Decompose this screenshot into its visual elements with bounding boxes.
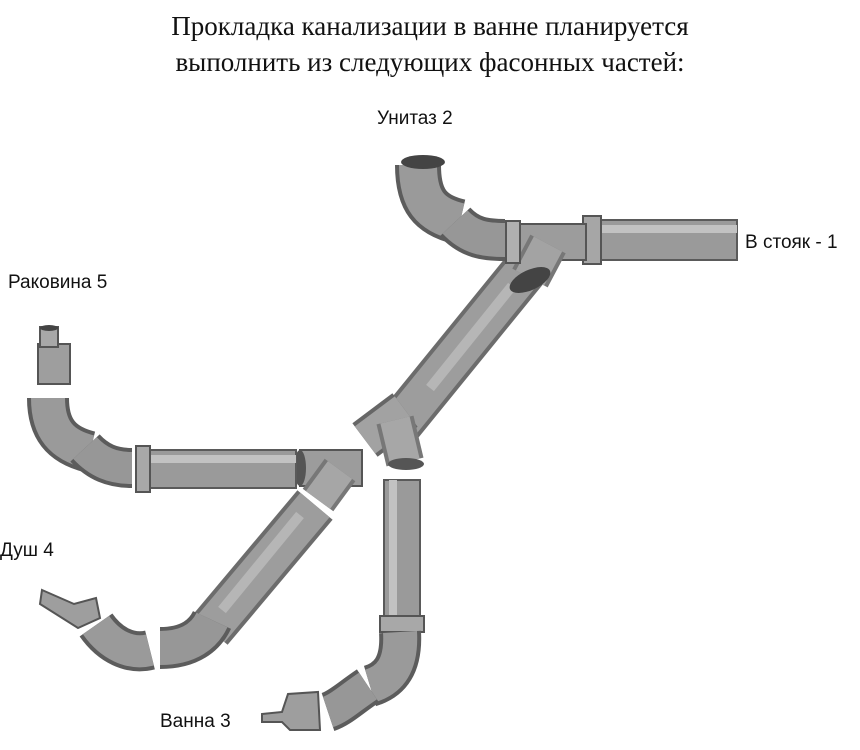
sink-reducer bbox=[37, 325, 71, 385]
bath-label: Ванна 3 bbox=[160, 711, 231, 732]
main-diagonal-pipe bbox=[377, 255, 543, 445]
shower-label: Душ 4 bbox=[0, 540, 54, 561]
middle-junction-fitting bbox=[294, 449, 363, 512]
riser-label: В стояк - 1 bbox=[745, 232, 838, 253]
toilet-label: Унитаз 2 bbox=[377, 108, 453, 129]
bath-reducer bbox=[261, 690, 322, 731]
sink-branch-pipe bbox=[135, 445, 297, 493]
bath-vertical-pipe bbox=[379, 479, 425, 633]
sink-elbows bbox=[27, 397, 133, 488]
shower-elbows bbox=[79, 610, 232, 672]
bath-elbows bbox=[320, 630, 422, 731]
lower-tee-fitting bbox=[352, 393, 424, 470]
riser-pipe bbox=[582, 215, 738, 265]
diagram-title: Прокладка канализации в ванне планируетс… bbox=[0, 8, 860, 80]
sink-label: Раковина 5 bbox=[8, 272, 108, 293]
shower-diagonal-pipe bbox=[192, 490, 333, 645]
title-line-2: выполнить из следующих фасонных частей: bbox=[175, 47, 685, 77]
upper-tee-fitting bbox=[505, 220, 587, 293]
toilet-elbows bbox=[395, 155, 506, 261]
title-line-1: Прокладка канализации в ванне планируетс… bbox=[171, 11, 689, 41]
shower-reducer bbox=[38, 588, 102, 630]
